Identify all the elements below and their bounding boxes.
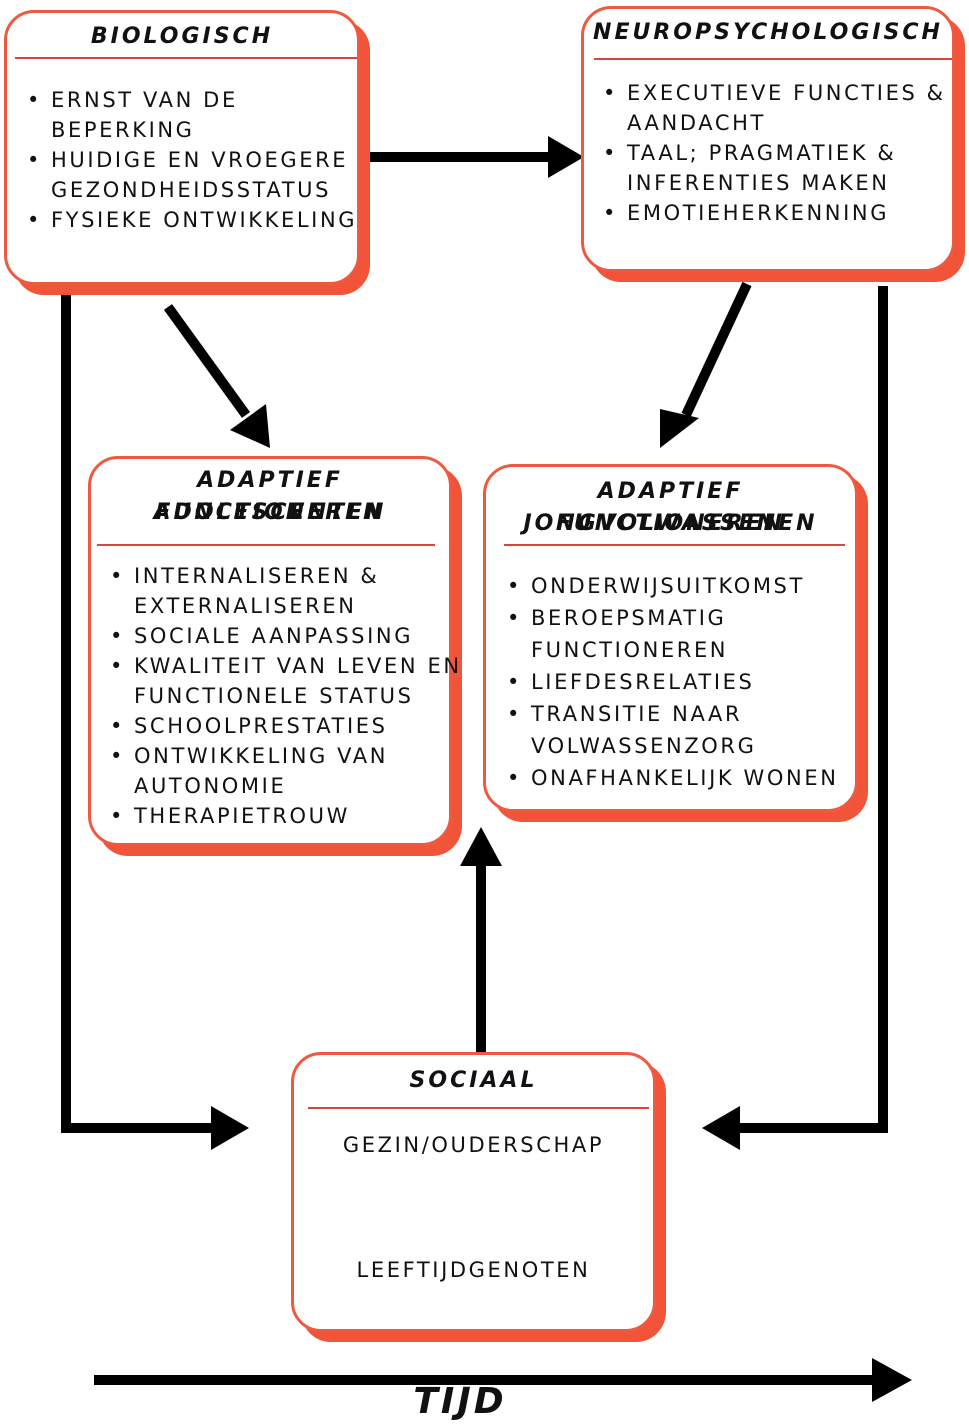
list-item: LIEFDESRELATIES xyxy=(507,666,839,698)
title-divider xyxy=(308,1107,649,1109)
box-title: BIOLOGISCH xyxy=(90,24,274,49)
list-item: EMOTIEHERKENNING xyxy=(603,198,946,228)
list-item: TAAL; PRAGMATIEK &INFERENTIES MAKEN xyxy=(603,138,946,198)
arrow-neuropsychologisch-to-sociaal xyxy=(738,286,888,1133)
box-adolescenten: ADAPTIEF FUNCTIONEREN ADOLESCENTEN INTER… xyxy=(88,456,462,856)
list-item: FYSIEKE ONTWIKKELING xyxy=(27,205,357,235)
box-title-line-2: ADOLESCENTEN xyxy=(153,500,387,525)
box-neuropsychologisch: NEUROPSYCHOLOGISCH EXECUTIEVE FUNCTIES &… xyxy=(581,6,965,282)
list-item: THERAPIETROUW xyxy=(110,801,462,831)
box-face: ADAPTIEF FUNCTIONEREN JONGVOLWASSENEN ON… xyxy=(483,464,858,812)
item-list: ERNST VAN DEBEPERKINGHUIDIGE EN VROEGERE… xyxy=(27,85,357,235)
box-face: SOCIAAL GEZIN/OUDERSCHAP LEEFTIJDGENOTEN xyxy=(291,1052,656,1332)
box-title-line-1: ADAPTIEF FUNCTIONEREN xyxy=(155,468,385,525)
list-item: SCHOOLPRESTATIES xyxy=(110,711,462,741)
box-title: SOCIAAL xyxy=(409,1068,538,1093)
item-list: INTERNALISEREN &EXTERNALISERENSOCIALE AA… xyxy=(110,561,462,831)
box-face: NEUROPSYCHOLOGISCH EXECUTIEVE FUNCTIES &… xyxy=(581,6,955,272)
box-face: BIOLOGISCH ERNST VAN DEBEPERKINGHUIDIGE … xyxy=(4,10,360,285)
arrowhead-neuropsychologisch xyxy=(548,136,584,178)
title-divider xyxy=(15,57,357,59)
title-divider xyxy=(504,544,845,546)
item-list: ONDERWIJSUITKOMSTBEROEPSMATIGFUNCTIONERE… xyxy=(507,570,839,794)
arrowhead-sociaal-up xyxy=(460,827,502,866)
list-item: ONAFHANKELIJK WONEN xyxy=(507,762,839,794)
list-item: INTERNALISEREN &EXTERNALISEREN xyxy=(110,561,462,621)
arrow-biologisch-to-sociaal xyxy=(61,293,214,1133)
box-biologisch: BIOLOGISCH ERNST VAN DEBEPERKINGHUIDIGE … xyxy=(4,10,370,295)
box-face: ADAPTIEF FUNCTIONEREN ADOLESCENTEN INTER… xyxy=(88,456,459,846)
title-divider xyxy=(97,544,435,546)
item-list: EXECUTIEVE FUNCTIES &AANDACHTTAAL; PRAGM… xyxy=(603,78,946,228)
box-title-line-2: JONGVOLWASSENEN xyxy=(523,511,818,536)
box-title-line-1: ADAPTIEF FUNCTIONEREN xyxy=(555,479,786,536)
time-axis-label: TIJD xyxy=(413,1381,507,1422)
arrow-neuropsychologisch-to-jongvolwassenen xyxy=(681,281,752,418)
list-item: SOCIALE AANPASSING xyxy=(110,621,462,651)
box-sociaal: SOCIAAL GEZIN/OUDERSCHAP LEEFTIJDGENOTEN xyxy=(291,1052,666,1342)
item-leeftijdgenoten: LEEFTIJDGENOTEN xyxy=(356,1258,591,1282)
time-axis-arrowhead xyxy=(872,1358,912,1402)
arrowhead-sociaal-left xyxy=(211,1106,249,1150)
arrow-biologisch-to-adolescenten xyxy=(163,304,251,418)
list-item: EXECUTIEVE FUNCTIES &AANDACHT xyxy=(603,78,946,138)
list-item: ONDERWIJSUITKOMST xyxy=(507,570,839,602)
box-title: NEUROPSYCHOLOGISCH xyxy=(593,20,943,45)
item-gezin-ouderschap: GEZIN/OUDERSCHAP xyxy=(342,1133,605,1157)
box-jongvolwassenen: ADAPTIEF FUNCTIONEREN JONGVOLWASSENEN ON… xyxy=(483,464,868,822)
arrowhead-sociaal-right xyxy=(702,1106,740,1150)
title-divider xyxy=(594,58,952,60)
arrowhead-jongvolwassenen xyxy=(660,409,699,448)
arrowhead-adolescenten xyxy=(230,404,270,448)
